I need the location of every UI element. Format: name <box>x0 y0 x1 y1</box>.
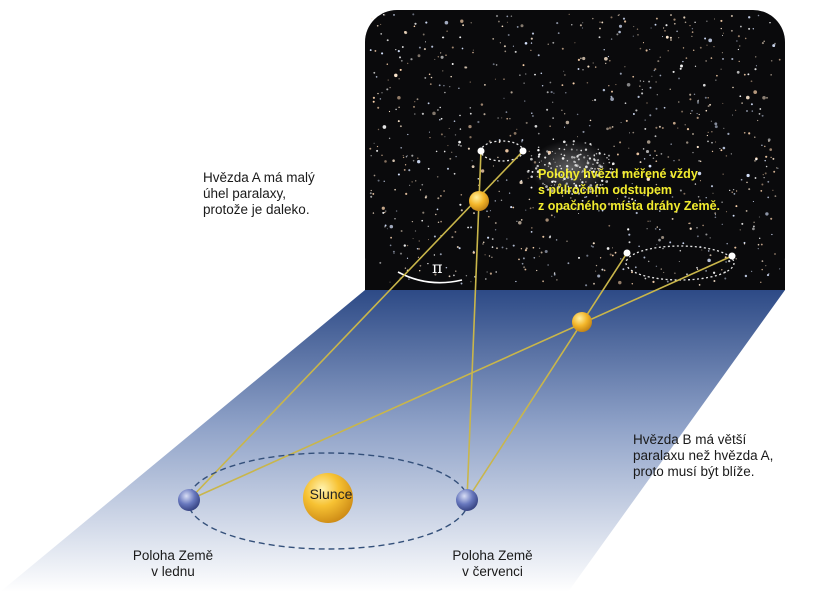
star-a-note-line-1: Hvězda A má malý <box>203 170 315 185</box>
sight-lines <box>188 150 733 501</box>
sky-note-line-2: s půlročním odstupem <box>538 183 673 197</box>
earth-january <box>178 489 200 511</box>
sky-note-line-3: z opačného místa dráhy Země. <box>538 199 720 213</box>
star-b <box>572 312 592 332</box>
star-a <box>469 191 489 211</box>
earth-january-label: Poloha Země v lednu <box>98 548 248 580</box>
sky-note-line-1: Polohy hvězd měřené vždy <box>538 167 698 181</box>
star-a-note: Hvězda A má malý úhel paralaxy, protože … <box>203 170 315 218</box>
parallax-symbol: π <box>432 258 443 277</box>
star-b-note-line-3: proto musí být blíže. <box>633 464 755 479</box>
star-b-note-line-1: Hvězda B má větší <box>633 432 747 447</box>
star-b-note: Hvězda B má větší paralaxu než hvězda A,… <box>633 432 773 480</box>
star-a-note-line-3: protože je daleko. <box>203 202 310 217</box>
earth-july <box>456 489 478 511</box>
earth-july-label: Poloha Země v červenci <box>420 548 565 580</box>
star-a-note-line-2: úhel paralaxy, <box>203 186 287 201</box>
star-cluster-glow <box>530 140 610 196</box>
earth-july-label-line-2: v červenci <box>462 564 523 579</box>
earth-january-label-line-2: v lednu <box>151 564 195 579</box>
earth-january-label-line-1: Poloha Země <box>132 548 214 563</box>
sky-photo-note: Polohy hvězd měřené vždy s půlročním ods… <box>538 166 720 214</box>
sun <box>303 473 353 523</box>
earth-july-label-line-1: Poloha Země <box>452 548 533 563</box>
star-b-note-line-2: paralaxu než hvězda A, <box>633 448 774 463</box>
apparent-position-dots <box>477 147 736 260</box>
sun-label: Slunce <box>309 486 353 502</box>
